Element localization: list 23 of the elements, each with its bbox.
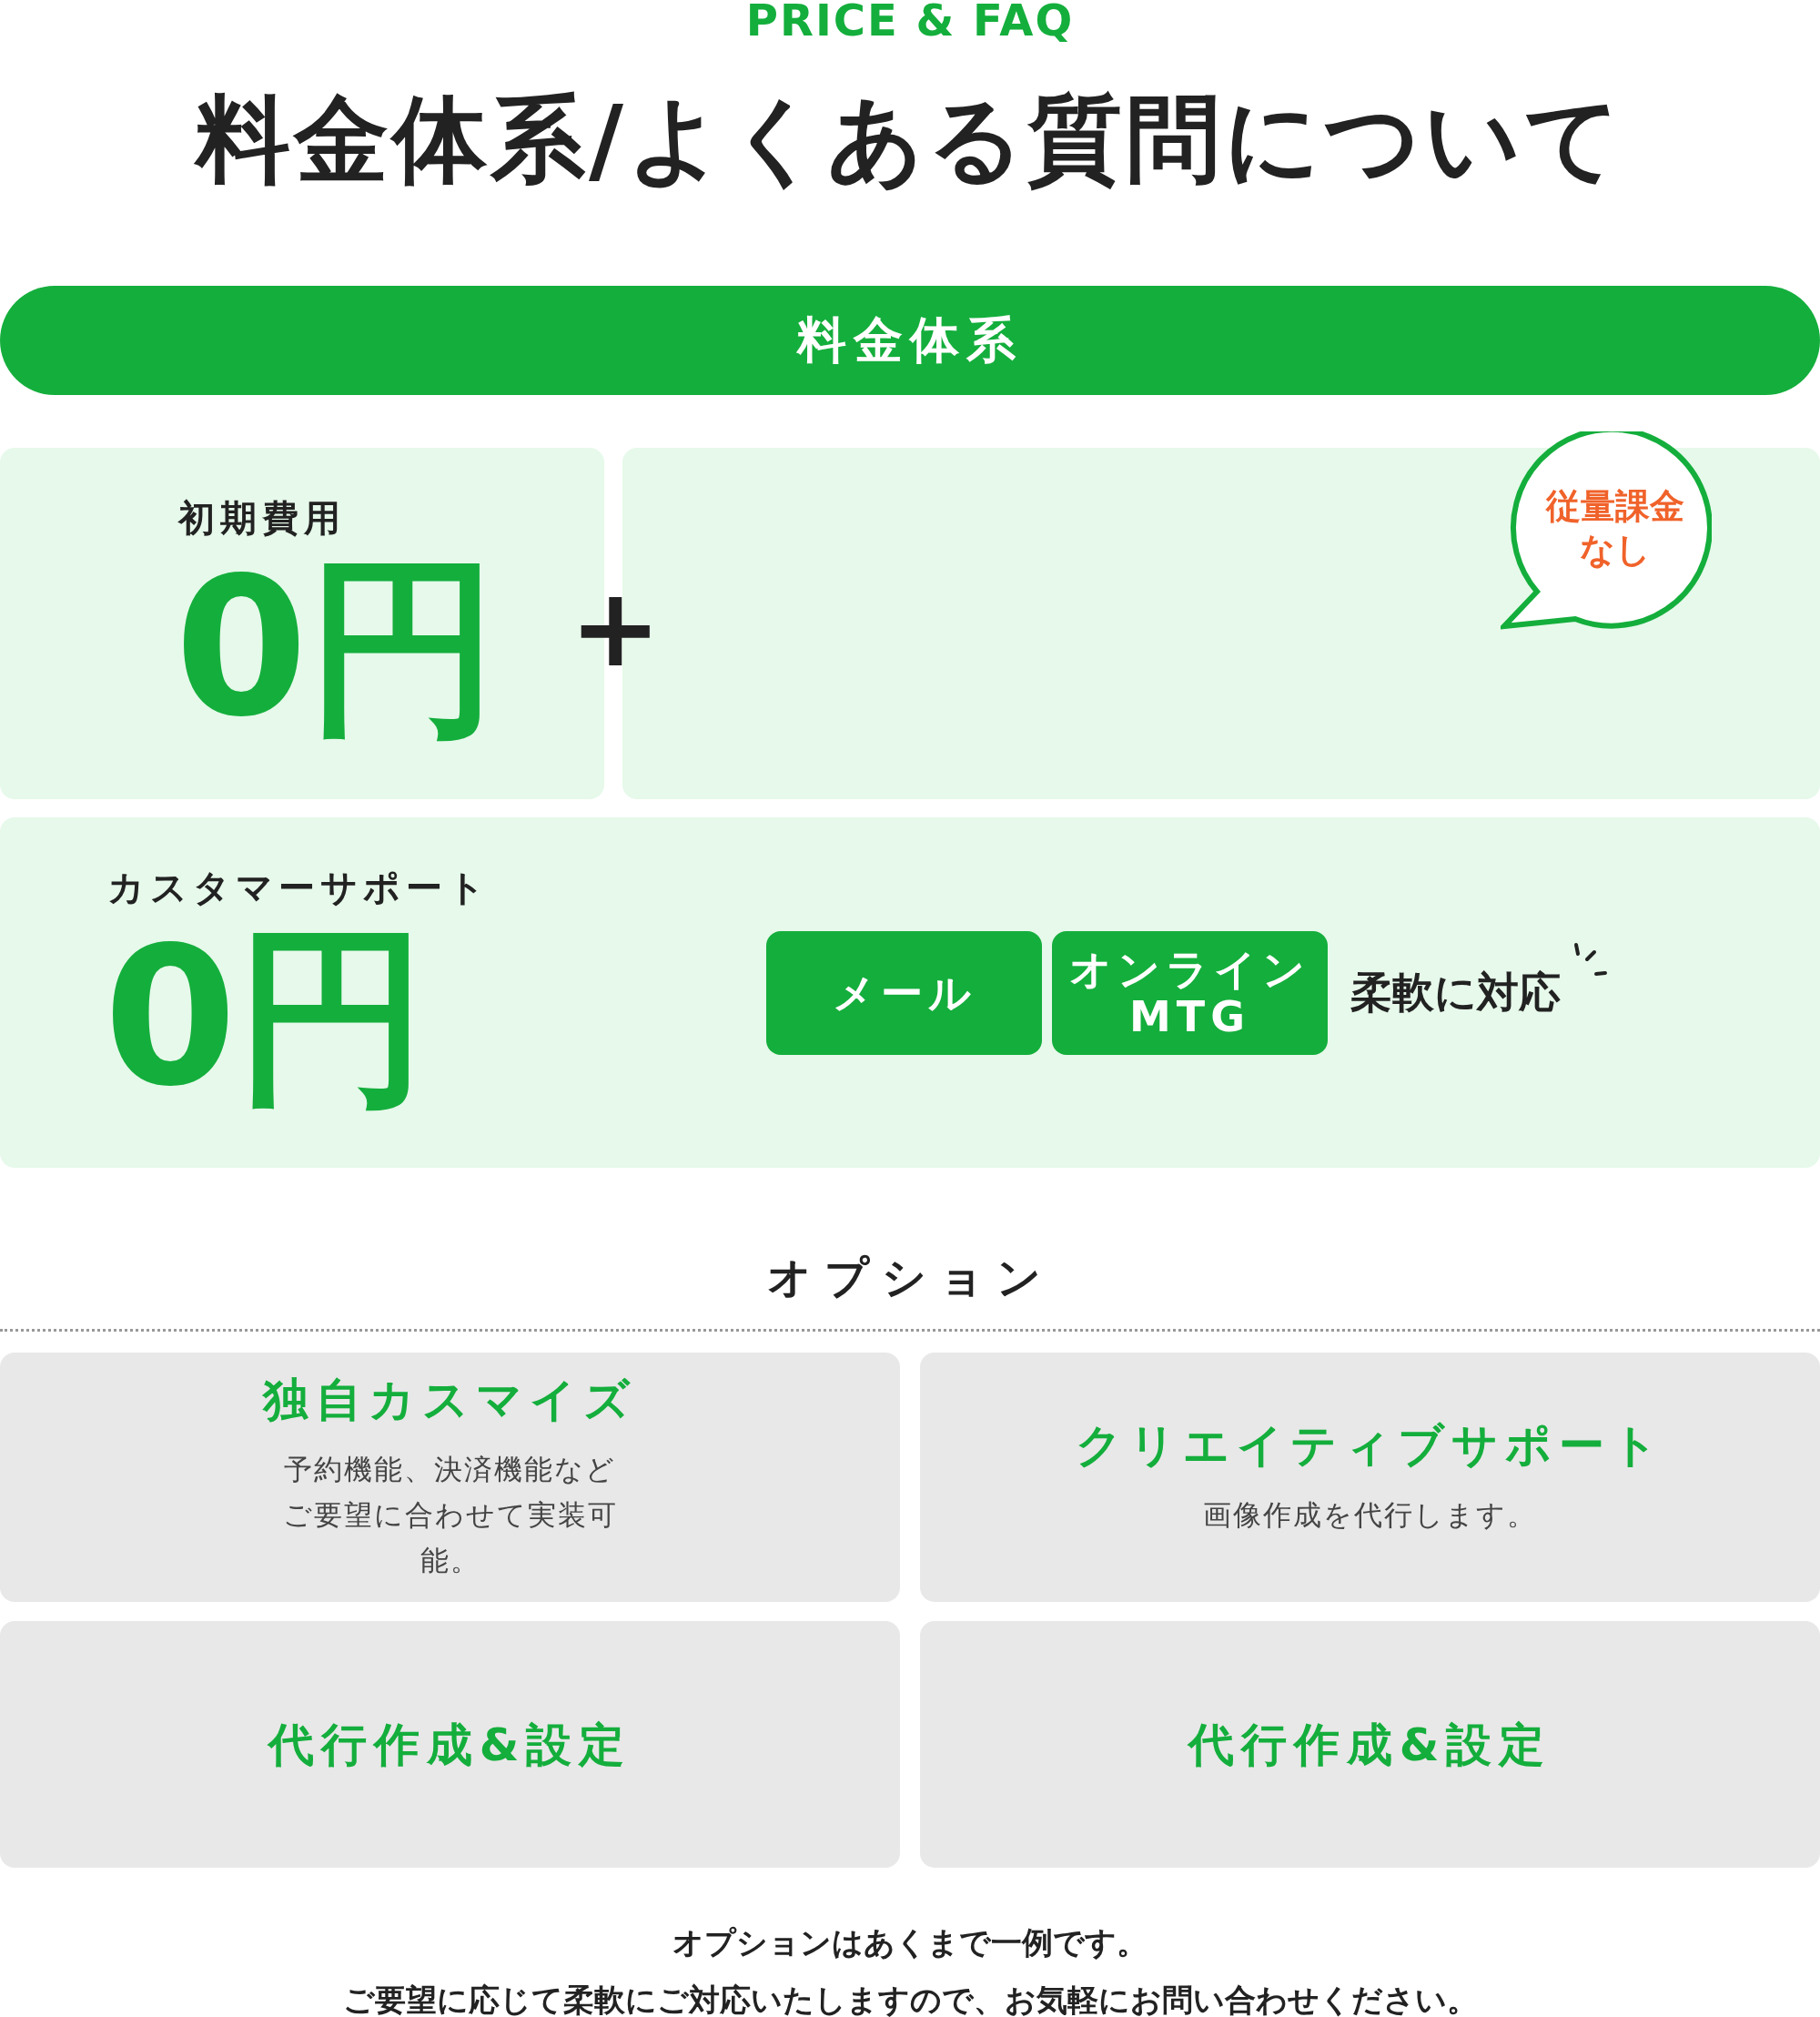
section-heading: 料金体系 [797,309,1023,370]
section-label: PRICE & FAQ [745,0,1075,46]
price-value: 0円 [175,543,500,753]
pricing-banner [0,286,1820,395]
option-description: 予約機能、決済機能などご要望に合わせて実装可能。 [281,1452,619,1578]
option-title: クリエイティブサポート [1075,1418,1665,1474]
option-description: 画像作成を代行します。 [1203,1497,1537,1533]
contact-button: オンライン MTG [1052,931,1328,1055]
note-text: オプションはあくまで一例です。 [672,1923,1148,1962]
price-panel [0,817,1820,1168]
page-title: 料金体系/よくある質問について [196,83,1624,197]
bubble-text: 従量課金なし [1544,485,1685,572]
section-heading: オプション [766,1251,1054,1304]
price-label: カスタマーサポート [107,866,490,910]
note-text: 柔軟に対応 [1350,967,1561,1019]
price-label: 初期費用 [178,496,346,541]
option-title: 代行作成&設定 [1188,1717,1552,1773]
option-title: 代行作成&設定 [268,1717,632,1773]
contact-button: メール [766,931,1042,1055]
note-text: ご要望に応じて柔軟にご対応いたしますので、お気軽にお問い合わせください。 [342,1981,1478,2017]
price-value: 0円 [104,913,429,1122]
option-title: 独自カスマイズ [263,1373,637,1428]
plus-sign: + [570,573,662,683]
